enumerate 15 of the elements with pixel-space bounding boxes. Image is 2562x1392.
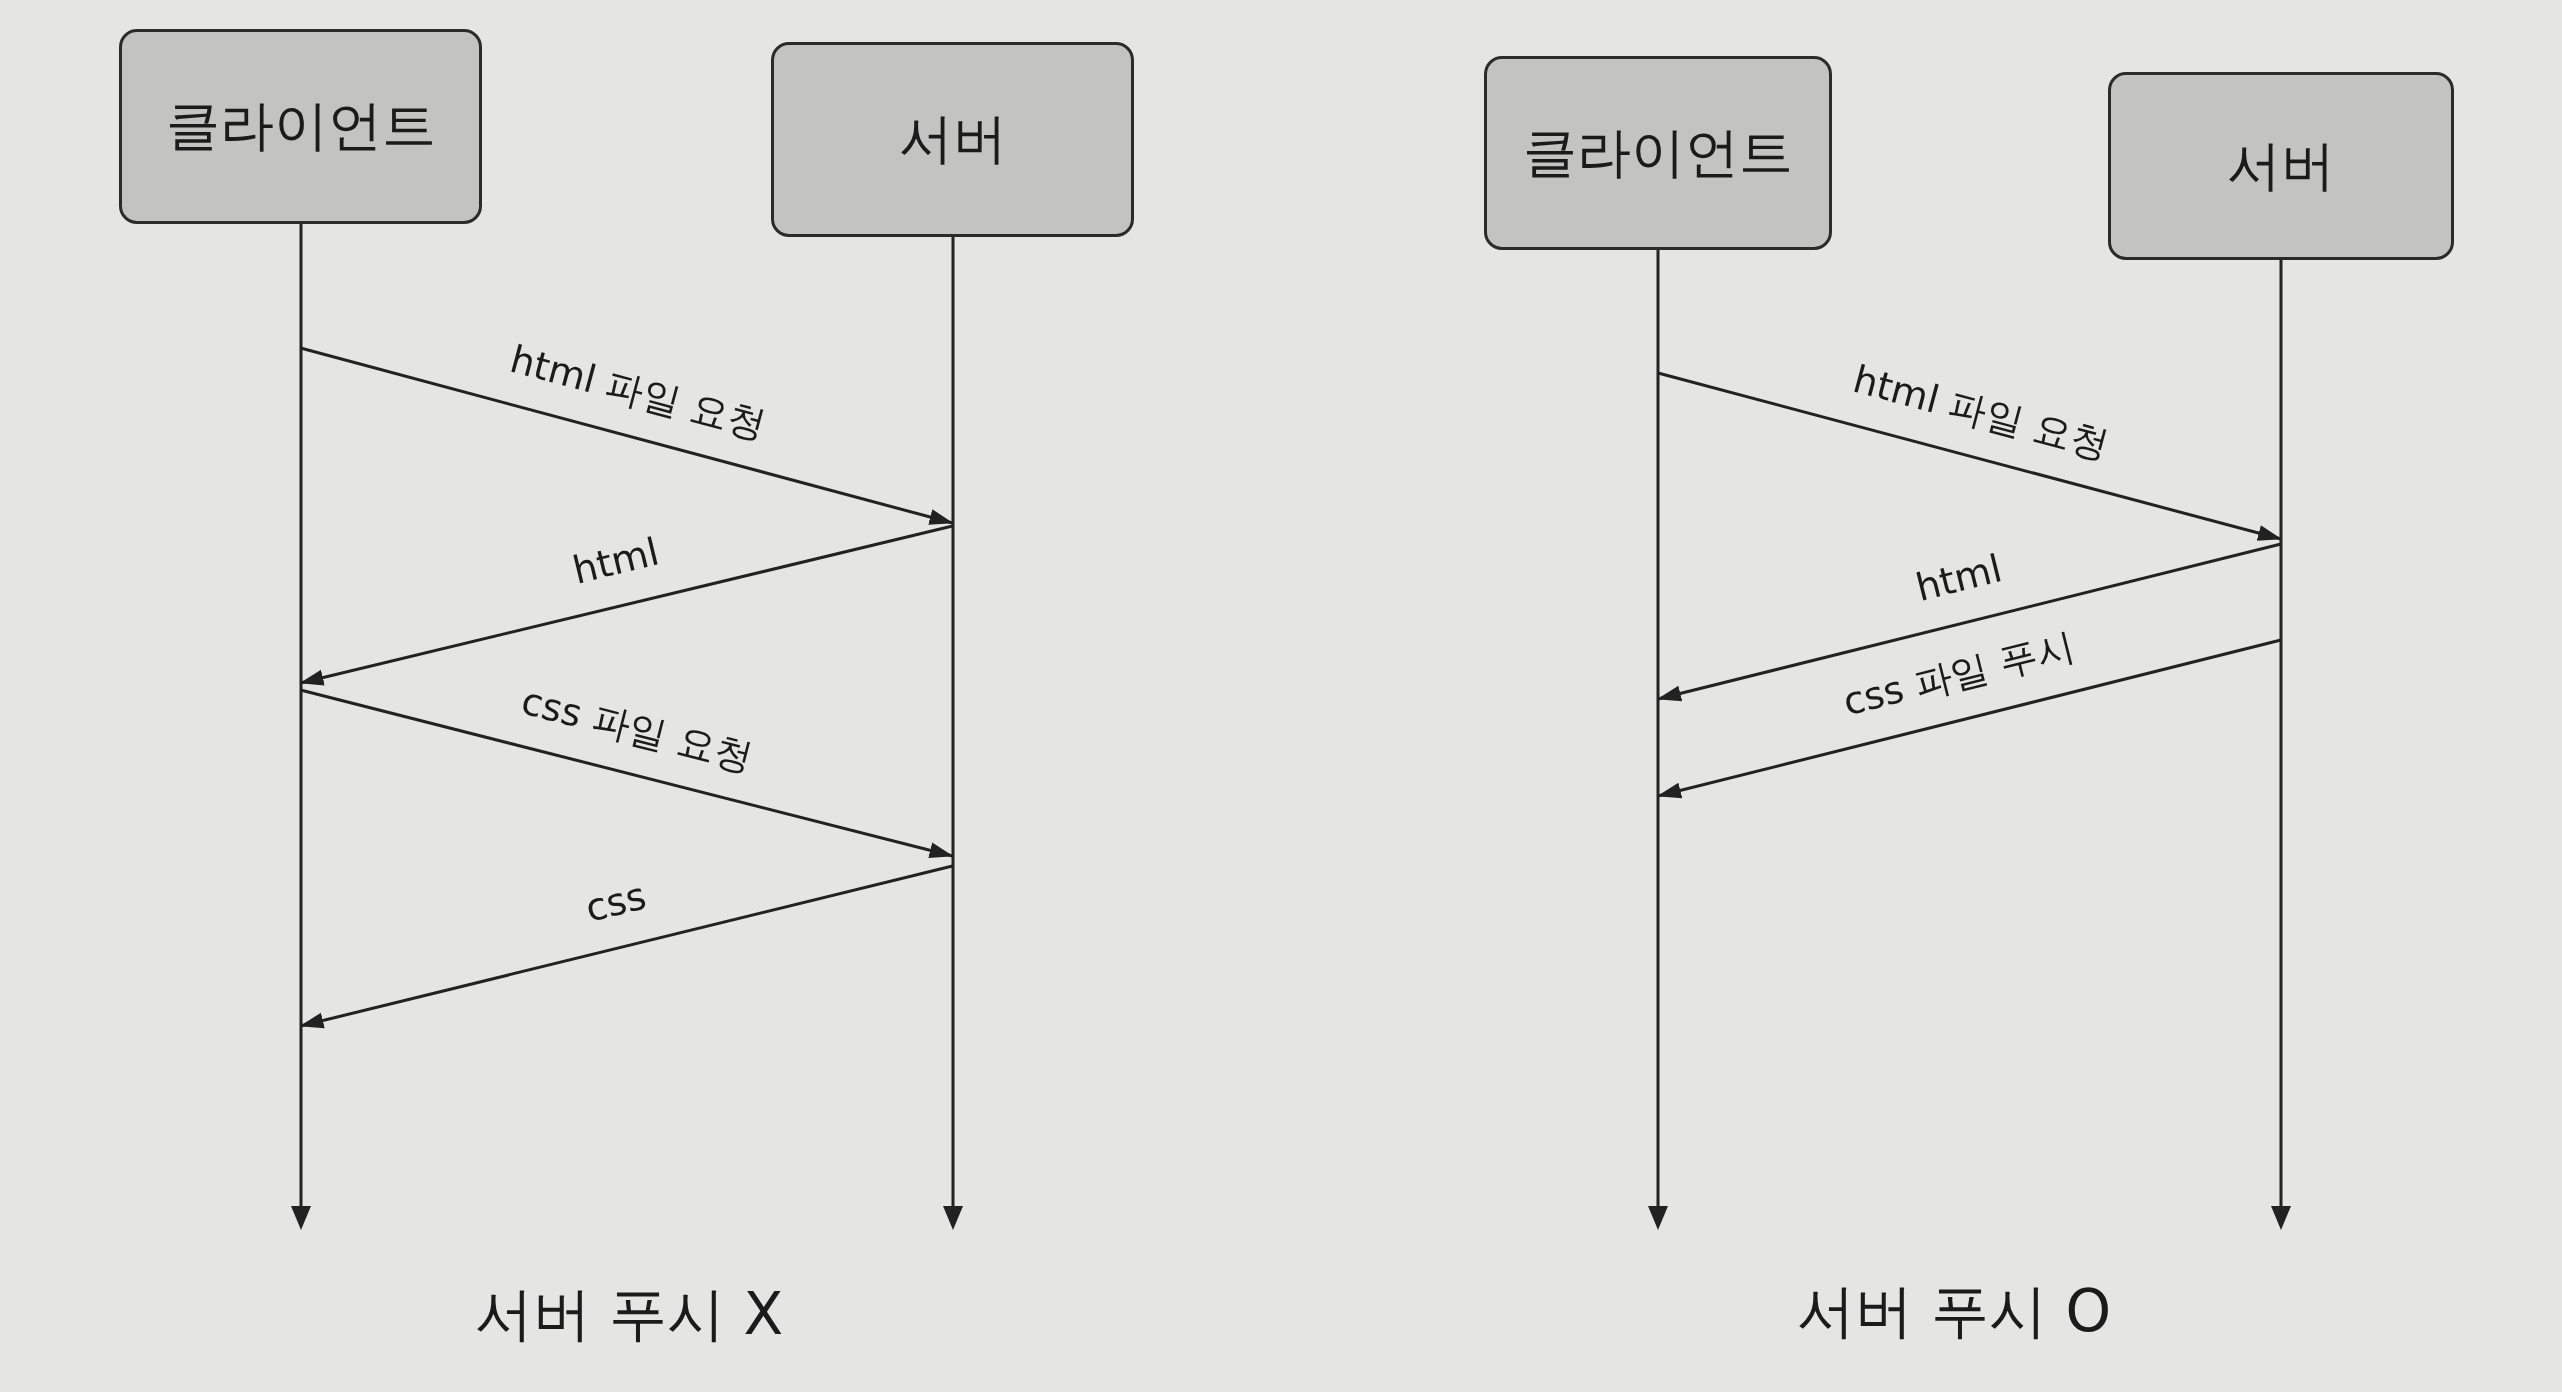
message-arrow xyxy=(1657,542,2282,702)
participant-box: 클라이언트 xyxy=(1484,56,1832,250)
message-arrow xyxy=(300,688,954,859)
lifeline-arrow xyxy=(288,224,313,1230)
participant-box: 서버 xyxy=(771,42,1134,237)
panel-caption: 서버 푸시 O xyxy=(1796,1280,2112,1344)
panel-caption: 서버 푸시 X xyxy=(474,1283,784,1347)
lifeline-arrow xyxy=(940,237,965,1230)
lifeline-arrow xyxy=(1646,250,1670,1230)
participant-box: 서버 xyxy=(2108,72,2454,260)
participant-box: 클라이언트 xyxy=(119,29,482,224)
message-arrow xyxy=(1657,371,2282,541)
message-arrow xyxy=(300,346,954,525)
message-arrow xyxy=(1657,638,2282,799)
lifeline-arrow xyxy=(2269,260,2293,1230)
